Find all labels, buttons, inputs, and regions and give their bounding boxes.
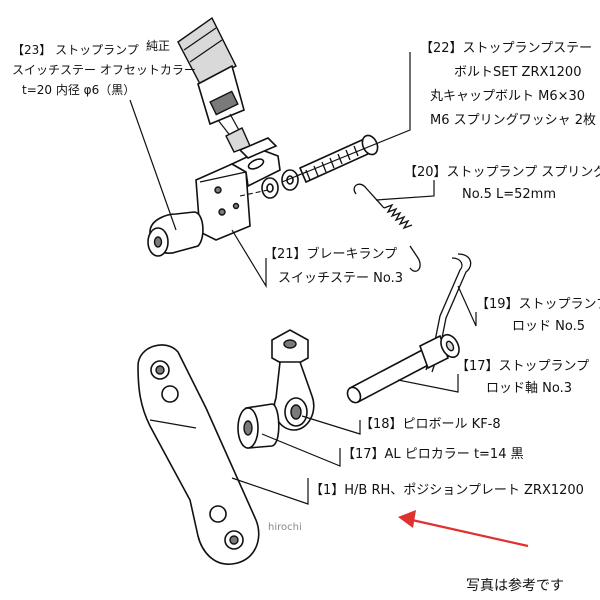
offset-collar [147,211,204,257]
svg-text:【22】ストップランプステー: 【22】ストップランプステー [420,41,592,56]
svg-text:【17】AL ピロカラー t=14 黒: 【17】AL ピロカラー t=14 黒 [342,447,524,462]
callout-20: 【20】ストップランプ スプリング No.5 L=52mm [404,165,600,202]
callout-17-al-collar: 【17】AL ピロカラー t=14 黒 [342,447,524,462]
reference-photo-note: 写真は参考です [466,577,564,594]
al-pillow-collar [237,403,280,449]
callout-18: 【18】ピロボール KF-8 [360,417,501,432]
svg-text:丸キャップボルト M6×30: 丸キャップボルト M6×30 [430,89,585,104]
svg-text:【21】ブレーキランプ: 【21】ブレーキランプ [264,246,397,262]
svg-text:【23】 ストップランプ: 【23】 ストップランプ [12,43,139,57]
callout-22: 【22】ストップランプステー ボルトSET ZRX1200 丸キャップボルト M… [420,41,596,128]
svg-text:t=20 内径 φ6（黒）: t=20 内径 φ6（黒） [22,83,135,97]
callout-17-rod-shaft: 【17】ストップランプ ロッド軸 No.3 [456,359,589,396]
callout-19: 【19】ストップランプ ロッド No.5 [476,297,600,334]
spring-washer [261,169,299,199]
svg-text:スイッチステー No.3: スイッチステー No.3 [278,271,403,286]
svg-text:ロッド軸 No.3: ロッド軸 No.3 [486,381,572,396]
genuine-note: 純正 [146,39,170,53]
svg-text:ボルトSET ZRX1200: ボルトSET ZRX1200 [454,65,581,80]
callout-23: 【23】 ストップランプ 純正 スイッチステー オフセットカラー t=20 内径… [12,39,196,97]
callout-1: 【1】H/B RH、ポジションプレート ZRX1200 [310,483,584,498]
callout-21: 【21】ブレーキランプ スイッチステー No.3 [264,246,403,286]
callout-leaders [129,52,477,505]
stop-lamp-spring [353,183,421,272]
svg-text:【20】ストップランプ スプリング: 【20】ストップランプ スプリング [404,165,600,180]
svg-text:ロッド No.5: ロッド No.5 [512,319,585,334]
svg-text:【17】ストップランプ: 【17】ストップランプ [456,359,589,374]
svg-text:No.5 L=52mm: No.5 L=52mm [462,187,556,202]
svg-text:【19】ストップランプ: 【19】ストップランプ [476,297,600,312]
stop-lamp-rod-shaft [346,333,460,404]
watermark: hirochi [268,522,302,533]
svg-text:【1】H/B RH、ポジションプレート ZRX1200: 【1】H/B RH、ポジションプレート ZRX1200 [310,483,584,498]
red-pointer-arrow [398,510,529,548]
pillow-ball-kf8 [271,329,315,431]
svg-text:M6 スプリングワッシャ 2枚: M6 スプリングワッシャ 2枚 [430,113,596,128]
svg-text:【18】ピロボール KF-8: 【18】ピロボール KF-8 [360,417,501,432]
stop-lamp-switch [177,16,251,153]
svg-text:スイッチステー オフセットカラー: スイッチステー オフセットカラー [12,63,196,77]
position-plate [137,344,260,565]
cap-bolt-m6x30 [298,134,379,184]
stop-lamp-rod [425,253,472,373]
